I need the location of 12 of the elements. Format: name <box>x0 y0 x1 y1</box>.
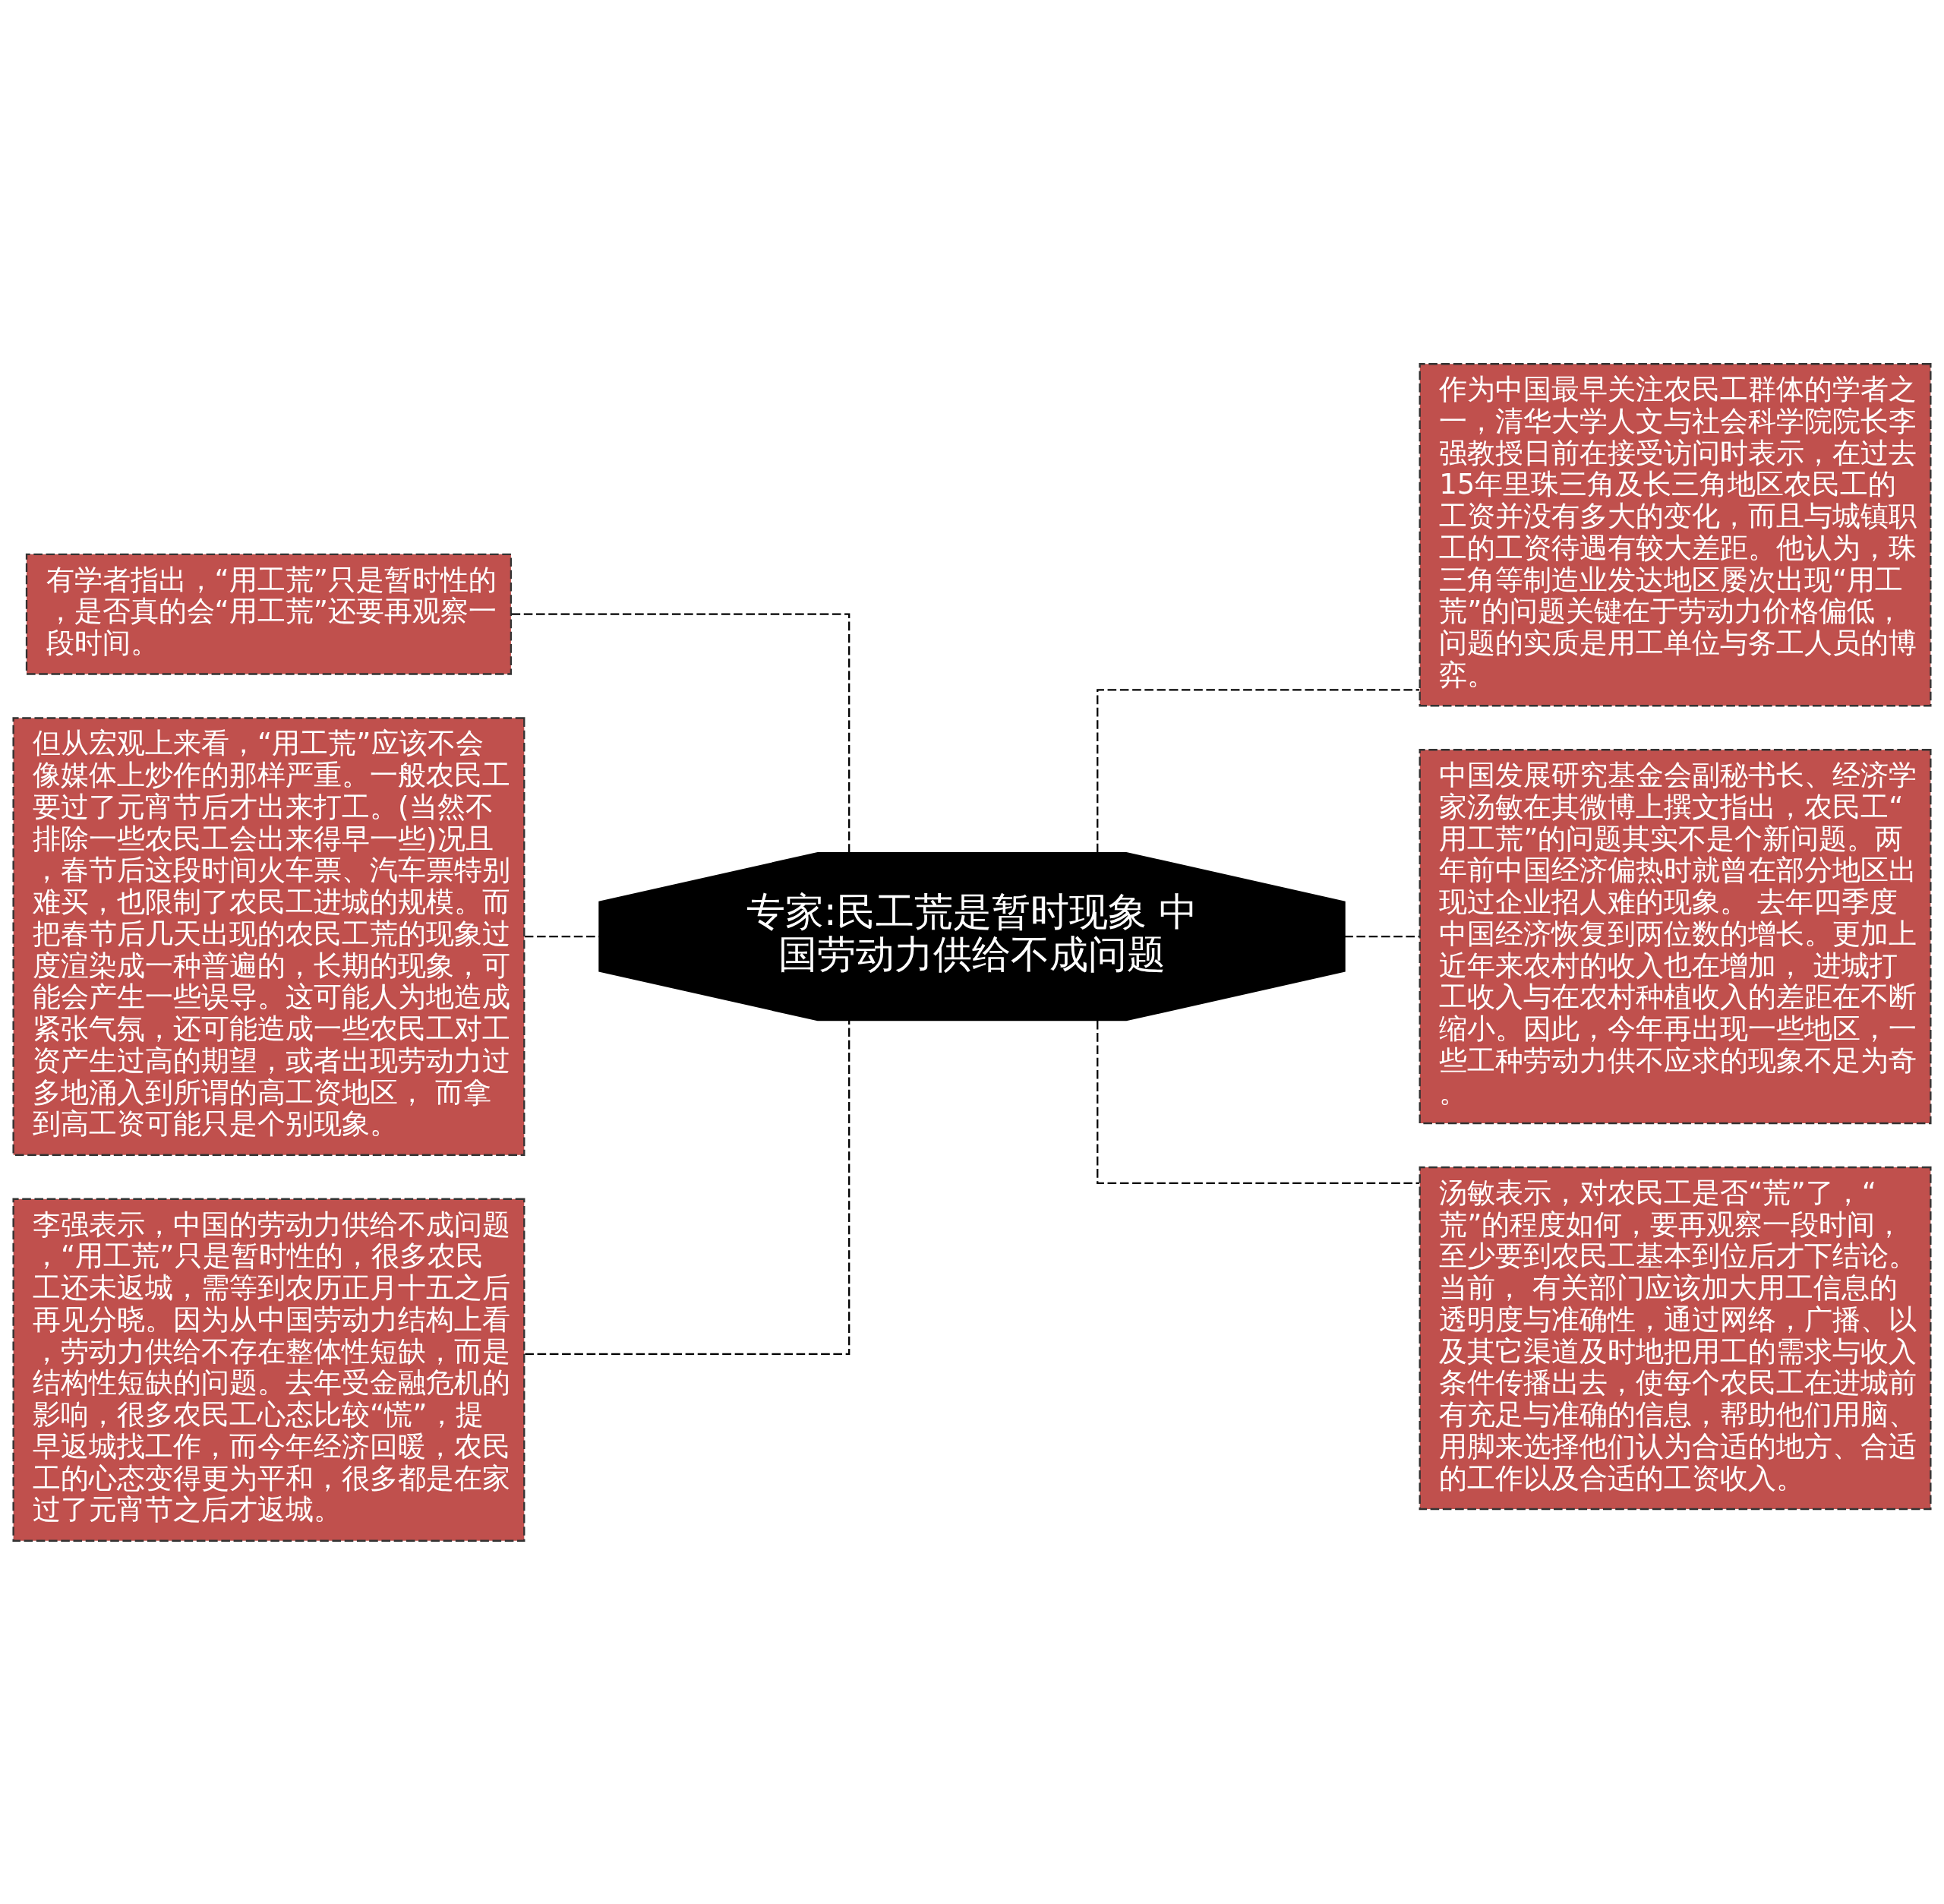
node-box: 汤敏表示，对农民工是否“荒”了，“荒”的程度如何，要再观察一段时间，至少要到农民工基本到位后才下结论。当前， 有关部门应该加大用工信息的透明度与准确性，通过网络，广播、以及其它渠道及时地把用工的需求与收入条件传播出去，使每个农民工在进城前有充足与准确的信息，帮助他们用脑、用脚来选择他们认为合适的地方、合适的工作以及合适的工资收入。 <box>1419 1166 1932 1510</box>
node-box: 但从宏观上来看，“用工荒”应该不会像媒体上炒作的那样严重。一般农民工要过了元宵节后才出来打工。(当然不排除一些农民工会出来得早一些)况且，春节后这段时间火车票、汽车票特别难买，也限制了农民工进城的规模。而把春节后几天出现的农民工荒的现象过度渲染成一种普遍的，长期的现象，可能会产生一些误导。这可能人为地造成紧张气氛，还可能造成一些农民工对工资产生过高的期望，或者出现劳动力过多地涌入到所谓的高工资地区， 而拿到高工资可能只是个别现象。 <box>12 716 525 1156</box>
connector <box>524 935 600 937</box>
connector <box>1344 935 1420 937</box>
node-box: 作为中国最早关注农民工群体的学者之一，清华大学人文与社会科学院院长李强教授日前在接受访问时表示，在过去15年里珠三角及长三角地区农民工的工资并没有多大的变化，而且与城镇职工的工资待遇有较大差距。他认为，珠三角等制造业发达地区屡次出现“用工荒”的问题关键在于劳动力价格偏低，问题的实质是用工单位与务工人员的博弈。 <box>1419 362 1932 706</box>
connector <box>525 1020 850 1355</box>
node-box: 有学者指出，“用工荒”只是暂时性的，是否真的会“用工荒”还要再观察一段时间。 <box>25 553 513 675</box>
node-box: 中国发展研究基金会副秘书长、经济学家汤敏在其微博上撰文指出，农民工“用工荒”的问题其实不是个新问题。两年前中国经济偏热时就曾在部分地区出现过企业招人难的现象。 去年四季度中国经济恢复到两位数的增长。更加上近年来农村的收入也在增加， 进城打工收入与在农村种植收入的差距在不断缩小。因此，今年再出现一些地区，一些工种劳动力供不应求的现象不足为奇。 <box>1419 748 1932 1124</box>
connector <box>1097 1020 1419 1184</box>
connector <box>511 613 850 853</box>
node-box: 李强表示，中国的劳动力供给不成问题，“用工荒”只是暂时性的，很多农民工还未返城，需等到农历正月十五之后再见分晓。因为从中国劳动力结构上看，劳动力供给不存在整体性短缺，而是结构性短缺的问题。去年受金融危机的影响，很多农民工心态比较“慌”，提早返城找工作，而今年经济回暖，农民工的心态变得更为平和，很多都是在家过了元宵节之后才返城。 <box>12 1198 525 1542</box>
connector <box>1097 688 1419 852</box>
